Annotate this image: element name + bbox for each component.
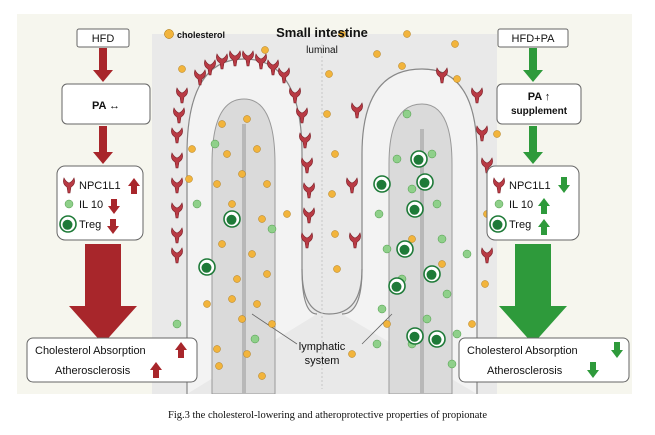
right-treg-label: Treg [509, 219, 531, 231]
lymphatic-label-line1: lymphatic [299, 341, 346, 353]
right-markers-box [486, 165, 580, 241]
right-pa-sub: supplement [511, 106, 568, 117]
left-athero-up-icon [150, 362, 162, 378]
diagram-svg: cholesterol Small intestine luminal lymp… [26, 25, 630, 394]
right-header-box [497, 28, 569, 48]
right-arrow-2 [523, 126, 543, 164]
right-il10-up-icon [538, 198, 550, 214]
left-pa-box [61, 83, 151, 125]
right-pa-box [496, 83, 582, 125]
cholesterol-legend-label: cholesterol [177, 30, 225, 40]
right-treg-up-icon [538, 219, 550, 235]
left-header: HFD [92, 33, 115, 45]
left-treg-icon [59, 215, 77, 233]
left-markers-box [56, 165, 144, 241]
left-treg-down-icon [107, 219, 119, 234]
left-il10-down-icon [108, 199, 120, 214]
right-header: HFD+PA [512, 33, 556, 45]
left-pa: PA ↔ [92, 100, 120, 112]
right-npc1l1-label: NPC1L1 [509, 180, 551, 192]
cholesterol-legend-dot [164, 29, 174, 39]
left-npc1l1-up-icon [128, 178, 140, 194]
left-big-arrow [69, 244, 137, 344]
left-outcome-absorption: Cholesterol Absorption [35, 345, 146, 357]
right-arrow-1 [523, 48, 543, 82]
right-il10-icon [494, 199, 504, 209]
left-npc1l1-label: NPC1L1 [79, 180, 121, 192]
diagram-title: Small intestine [276, 25, 368, 40]
left-arrow-2 [93, 126, 113, 164]
right-big-arrow [499, 244, 567, 344]
left-arrow-1 [93, 48, 113, 82]
right-athero-down-icon [587, 362, 599, 378]
left-absorption-up-icon [175, 342, 187, 358]
left-il10-icon [64, 199, 74, 209]
lymphatic-label-line2: system [305, 355, 340, 367]
right-outcome-box [458, 337, 630, 383]
right-absorption-down-icon [611, 342, 623, 358]
left-outcome-athero: Atherosclerosis [55, 365, 131, 377]
right-pa: PA ↑ [528, 91, 551, 103]
right-npc1l1-down-icon [558, 177, 570, 193]
figure-caption: Fig.3 the cholesterol-lowering and ather… [168, 410, 487, 421]
left-header-box [76, 28, 130, 48]
right-outcome-absorption: Cholesterol Absorption [467, 345, 578, 357]
right-treg-icon [489, 215, 507, 233]
right-il10-label: IL 10 [509, 199, 533, 211]
left-il10-label: IL 10 [79, 199, 103, 211]
il10-cells [172, 109, 472, 369]
left-treg-label: Treg [79, 219, 101, 231]
right-outcome-athero: Atherosclerosis [487, 365, 563, 377]
figure-panel: cholesterol Small intestine luminal lymp… [17, 14, 632, 394]
diagram-subtitle: luminal [306, 45, 338, 56]
